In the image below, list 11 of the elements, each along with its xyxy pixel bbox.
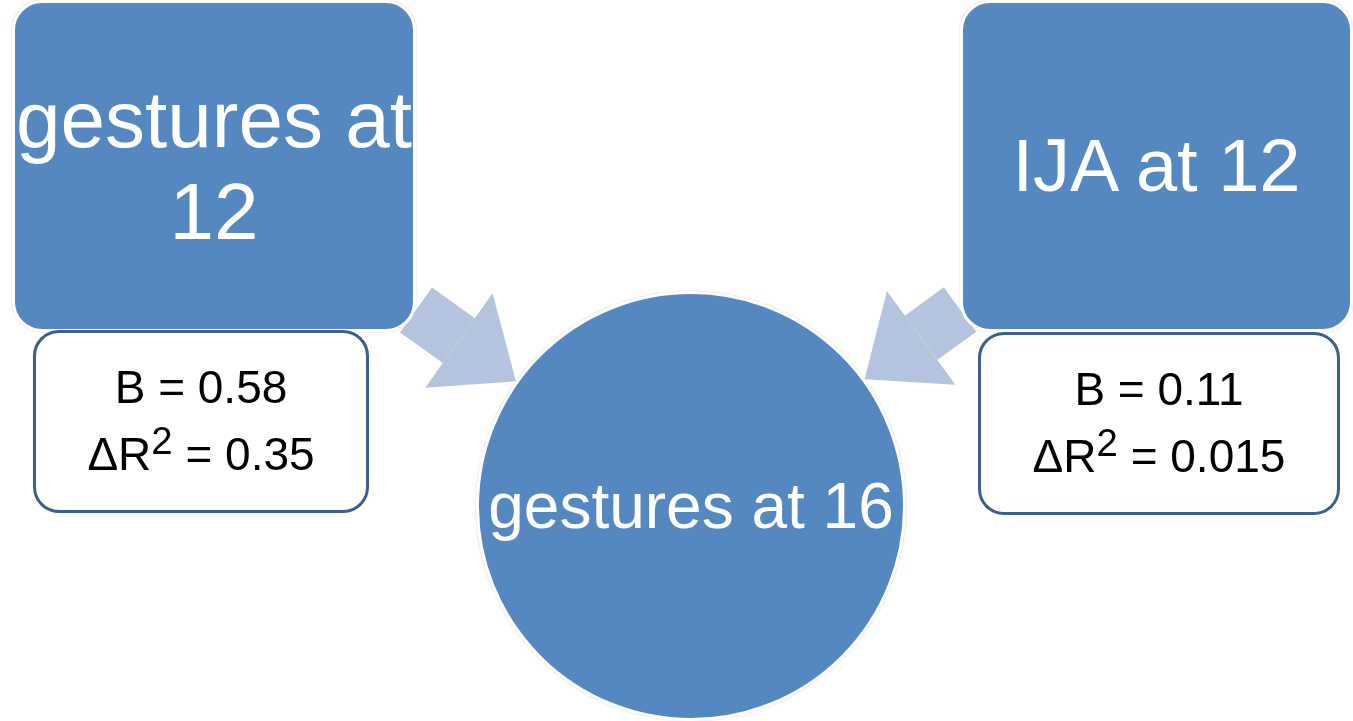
statistic-text: B = 0.11	[1074, 362, 1244, 418]
variable-box	[12, 0, 416, 332]
statistics-box	[978, 332, 1340, 515]
node-label: IJA at 12	[1012, 123, 1301, 209]
variable-box	[960, 0, 1353, 332]
statistic-text: ΔR$^{2}$ = 0.015	[1032, 419, 1286, 485]
node-label: gestures at 12	[15, 74, 413, 258]
node-label: gestures at 16	[488, 469, 894, 544]
statistics-box	[33, 330, 369, 513]
statistic-text: B = 0.58	[114, 360, 288, 416]
statistic-text: ΔR$^{2}$ = 0.35	[87, 417, 315, 483]
